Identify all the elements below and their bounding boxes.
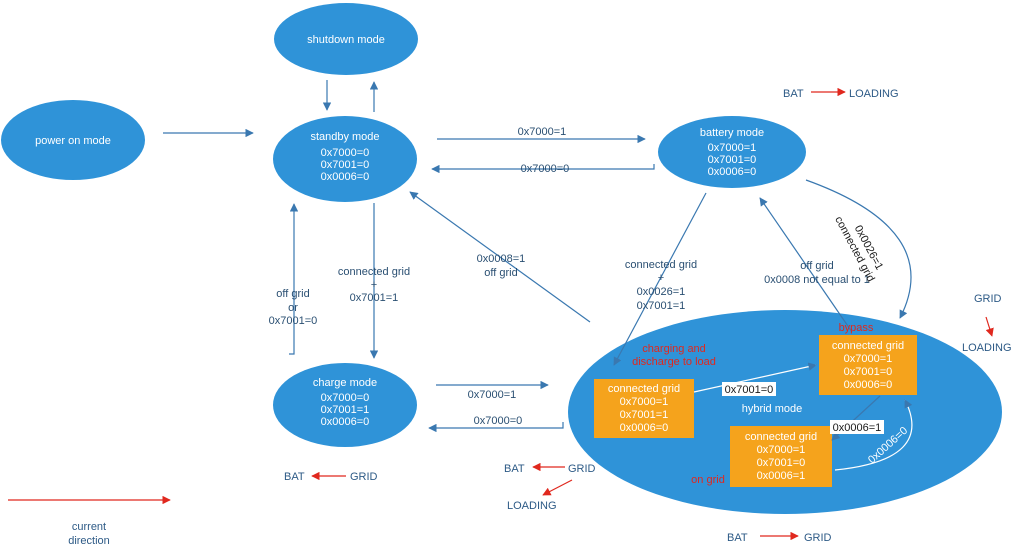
flow-right-grid: GRID	[974, 293, 1002, 305]
flow-hybrid-arrow-loading	[542, 479, 573, 496]
edge-leftbox-to-rightbox-label: 0x7001=0	[725, 384, 774, 396]
state-standby-title: standby mode	[310, 131, 379, 143]
annotation-bypass: bypass	[839, 322, 874, 334]
state-standby: standby mode 0x7000=0 0x7001=0 0x0006=0	[273, 116, 417, 202]
hybrid-box-right-line-2: 0x7000=1	[844, 353, 893, 365]
edge-standby-to-charge-label-2: +	[371, 279, 377, 291]
edge-hybrid-to-standby	[409, 191, 591, 323]
state-battery-line-1: 0x7000=1	[708, 142, 757, 154]
hybrid-box-bottom-line-3: 0x7001=0	[757, 457, 806, 469]
state-battery: battery mode 0x7000=1 0x7001=0 0x0006=0	[658, 116, 806, 188]
state-power-on-shape	[1, 100, 145, 180]
edge-battery-to-standby	[431, 164, 655, 174]
flow-bottom-grid: GRID	[804, 532, 832, 544]
annotation-on-grid: on grid	[691, 474, 725, 486]
legend-label-2: direction	[68, 535, 110, 547]
state-hybrid-title: hybrid mode	[742, 403, 803, 415]
flow-hybrid-loading: LOADING	[507, 500, 557, 512]
edge-charge-to-hybrid-label: 0x7000=1	[468, 389, 517, 401]
state-standby-line-3: 0x0006=0	[321, 171, 370, 183]
edge-charge-to-standby-label-2: or	[288, 302, 298, 314]
edge-hybrid-to-standby-label-1: 0x0008=1	[477, 253, 526, 265]
edge-standby-to-battery-label: 0x7000=1	[518, 126, 567, 138]
flow-top-bat: BAT	[783, 88, 804, 100]
state-charge-shape	[273, 363, 417, 447]
edge-hybrid-to-standby-label-2: off grid	[484, 267, 517, 279]
edge-battery-to-hybrid-label-3: 0x0026=1	[637, 286, 686, 298]
hybrid-box-right-line-3: 0x7001=0	[844, 366, 893, 378]
edge-battery-to-standby-label: 0x7000=0	[521, 163, 570, 175]
hybrid-box-right: connected grid 0x7000=1 0x7001=0 0x0006=…	[819, 335, 917, 395]
edge-hybrid-to-battery	[759, 197, 853, 333]
edge-leftbox-to-rightbox	[693, 362, 817, 393]
state-charge-title: charge mode	[313, 377, 377, 389]
state-battery-title: battery mode	[700, 127, 764, 139]
state-charge-line-2: 0x7001=1	[321, 404, 370, 416]
state-standby-line-2: 0x7001=0	[321, 159, 370, 171]
edge-battery-to-hybrid-right-label: 0x0026=1 connected grid	[832, 203, 885, 284]
state-shutdown: shutdown mode	[274, 3, 418, 75]
state-shutdown-title: shutdown mode	[307, 34, 385, 46]
state-standby-shape	[273, 116, 417, 202]
state-standby-line-1: 0x7000=0	[321, 147, 370, 159]
hybrid-box-left-line-3: 0x7001=1	[620, 409, 669, 421]
edge-standby-to-charge-label-1: connected grid	[338, 266, 410, 278]
legend-label-1: current	[72, 521, 106, 533]
hybrid-box-left-line-2: 0x7000=1	[620, 396, 669, 408]
edge-battery-to-hybrid-label-1: connected grid	[625, 259, 697, 271]
edge-hybrid-to-charge	[428, 422, 564, 433]
edge-hybrid-to-battery-label-2: 0x0008 not equal to 1	[764, 274, 870, 286]
edge-battery-to-hybrid-label-2: +	[658, 272, 664, 284]
hybrid-box-left-line-4: 0x0006=0	[620, 422, 669, 434]
state-charge: charge mode 0x7000=0 0x7001=1 0x0006=0	[273, 363, 417, 447]
flow-top-loading: LOADING	[849, 88, 899, 100]
state-power-on: power on mode	[1, 100, 145, 180]
edge-leftbox-to-rightbox-label-bg	[722, 382, 776, 396]
hybrid-box-bottom: connected grid 0x7000=1 0x7001=0 0x0006=…	[730, 426, 832, 487]
edge-battery-to-hybrid-label-4: 0x7001=1	[637, 300, 686, 312]
hybrid-box-bottom-line-2: 0x7000=1	[757, 444, 806, 456]
edge-charge-to-standby	[289, 203, 299, 355]
hybrid-box-bottom-line-1: connected grid	[745, 431, 817, 443]
hybrid-box-bottom-shape	[730, 426, 832, 487]
flow-bottom-bat: BAT	[727, 532, 748, 544]
flow-hybrid-grid: GRID	[568, 463, 596, 475]
edge-bottombox-to-rightbox	[834, 399, 913, 471]
edge-charge-to-standby-label-1: off grid	[276, 288, 309, 300]
state-battery-line-3: 0x0006=0	[708, 166, 757, 178]
edge-standby-to-charge-label-3: 0x7001=1	[350, 292, 399, 304]
flow-charge-grid: GRID	[350, 471, 378, 483]
flow-charge-bat: BAT	[284, 471, 305, 483]
state-battery-shape	[658, 116, 806, 188]
flow-right-loading: LOADING	[962, 342, 1012, 354]
hybrid-box-right-line-4: 0x0006=0	[844, 379, 893, 391]
flow-hybrid-bat: BAT	[504, 463, 525, 475]
edge-charge-to-standby-label-3: 0x7001=0	[269, 315, 318, 327]
state-power-on-title: power on mode	[35, 135, 111, 147]
flow-right-arrow	[985, 316, 994, 337]
annotation-charging-discharge-1: charging and	[642, 343, 706, 355]
state-charge-line-1: 0x7000=0	[321, 392, 370, 404]
edge-battery-to-hybrid-right	[805, 179, 912, 319]
edge-rightbox-to-bottombox-label-bg	[830, 420, 884, 434]
edge-hybrid-to-charge-label: 0x7000=0	[474, 415, 523, 427]
edge-hybrid-to-battery-label-1: off grid	[800, 260, 833, 272]
hybrid-box-right-shape	[819, 335, 917, 395]
hybrid-box-left-shape	[594, 379, 694, 438]
hybrid-box-left: connected grid 0x7000=1 0x7001=1 0x0006=…	[594, 379, 694, 438]
edge-battery-to-hybrid	[613, 192, 707, 366]
hybrid-box-right-line-1: connected grid	[832, 340, 904, 352]
hybrid-box-bottom-line-4: 0x0006=1	[757, 470, 806, 482]
annotation-charging-discharge-2: discharge to load	[632, 356, 716, 368]
edge-rightbox-to-bottombox-label: 0x0006=1	[833, 422, 882, 434]
state-shutdown-shape	[274, 3, 418, 75]
state-battery-line-2: 0x7001=0	[708, 154, 757, 166]
state-charge-line-3: 0x0006=0	[321, 416, 370, 428]
hybrid-box-left-line-1: connected grid	[608, 383, 680, 395]
